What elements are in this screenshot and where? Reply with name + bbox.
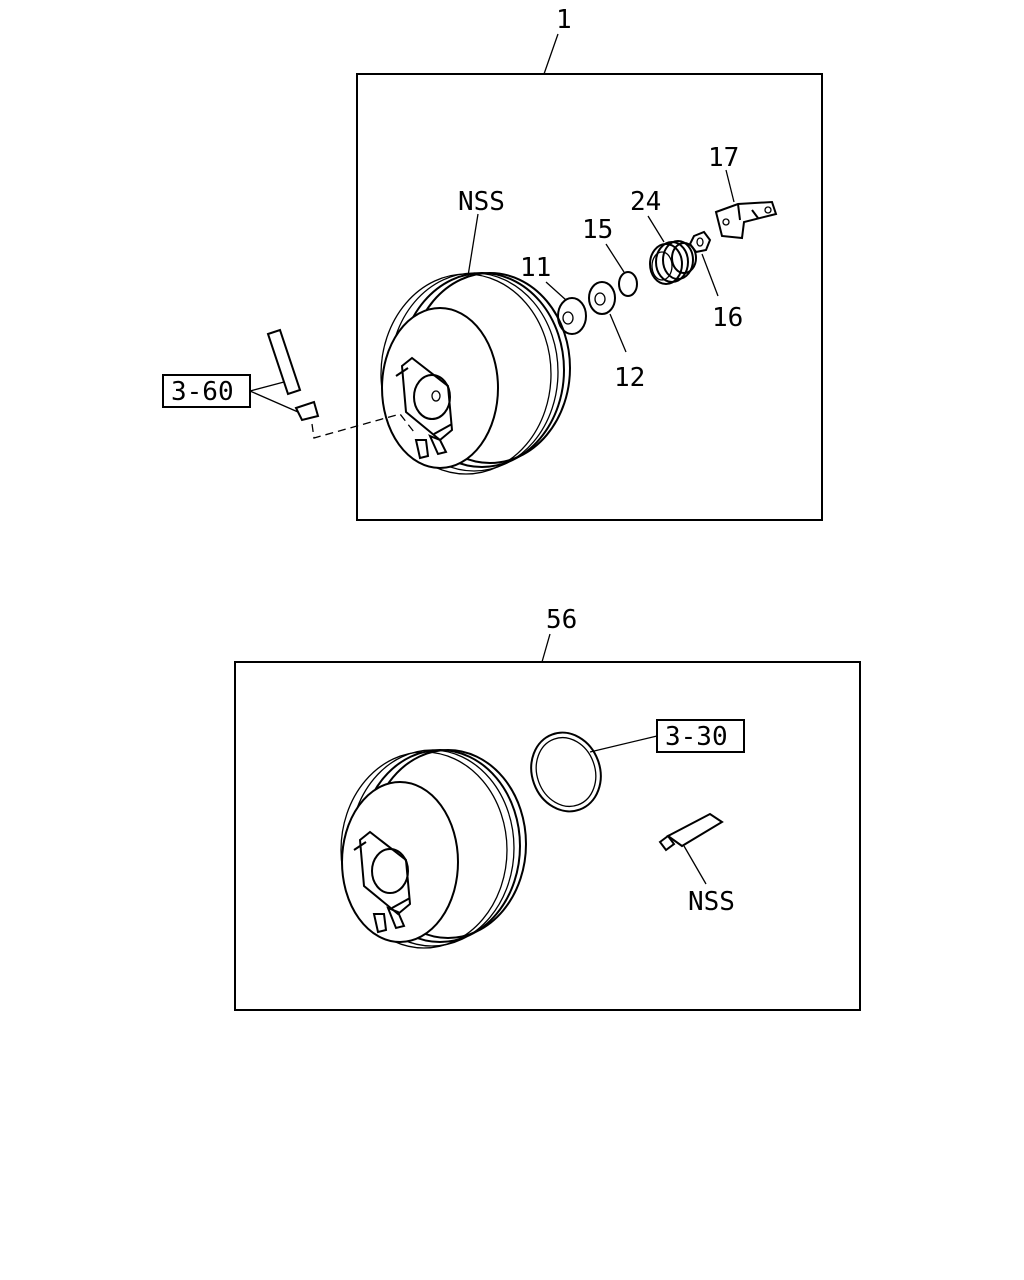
vacuum-hose xyxy=(266,328,415,439)
leader-17 xyxy=(725,169,735,203)
part-11-spacer xyxy=(557,297,587,335)
brake-booster-bottom xyxy=(340,749,527,949)
tube-nss-label: NSS xyxy=(688,887,735,917)
assembly-1-group: 1 NSS 3-60 xyxy=(162,5,823,521)
assembly-56-frame xyxy=(234,661,861,1011)
o-ring-inner xyxy=(535,736,597,808)
leader-24 xyxy=(647,215,665,243)
part-17-label: 17 xyxy=(708,143,739,173)
page-ref-3-30-label: 3-30 xyxy=(665,722,728,752)
assembly-1-frame xyxy=(356,73,823,521)
part-24-boot xyxy=(649,240,697,285)
brake-booster-top xyxy=(380,272,571,475)
leader-15 xyxy=(605,243,625,273)
part-12-label: 12 xyxy=(614,363,645,393)
part-11-label: 11 xyxy=(520,253,551,283)
assembly-1-ref-label: 1 xyxy=(556,5,572,35)
assembly-56-group: 56 3-30 NSS xyxy=(234,605,861,1011)
leader-3-60-b xyxy=(249,390,299,413)
leader-16 xyxy=(701,253,719,297)
page-ref-3-60-label: 3-60 xyxy=(171,377,234,407)
leader-tube-nss xyxy=(683,845,707,885)
part-12-washer xyxy=(588,281,616,315)
leader-3-30 xyxy=(589,735,658,753)
part-16-nut xyxy=(688,230,712,254)
assembly-1-leader xyxy=(543,33,559,75)
leader-11 xyxy=(545,281,567,301)
assembly-56-ref-label: 56 xyxy=(546,605,577,635)
assembly-56-leader xyxy=(541,633,551,663)
part-16-label: 16 xyxy=(712,303,743,333)
part-15-label: 15 xyxy=(582,215,613,245)
part-17-clevis xyxy=(714,200,778,240)
part-24-label: 24 xyxy=(630,187,661,217)
booster-nss-label: NSS xyxy=(458,187,505,217)
leader-booster-nss xyxy=(467,213,479,277)
o-ring-outer xyxy=(530,731,602,813)
grease-tube xyxy=(658,812,724,852)
leader-12 xyxy=(609,313,627,353)
leader-3-60-a xyxy=(249,381,285,392)
part-15-ring xyxy=(618,271,638,297)
